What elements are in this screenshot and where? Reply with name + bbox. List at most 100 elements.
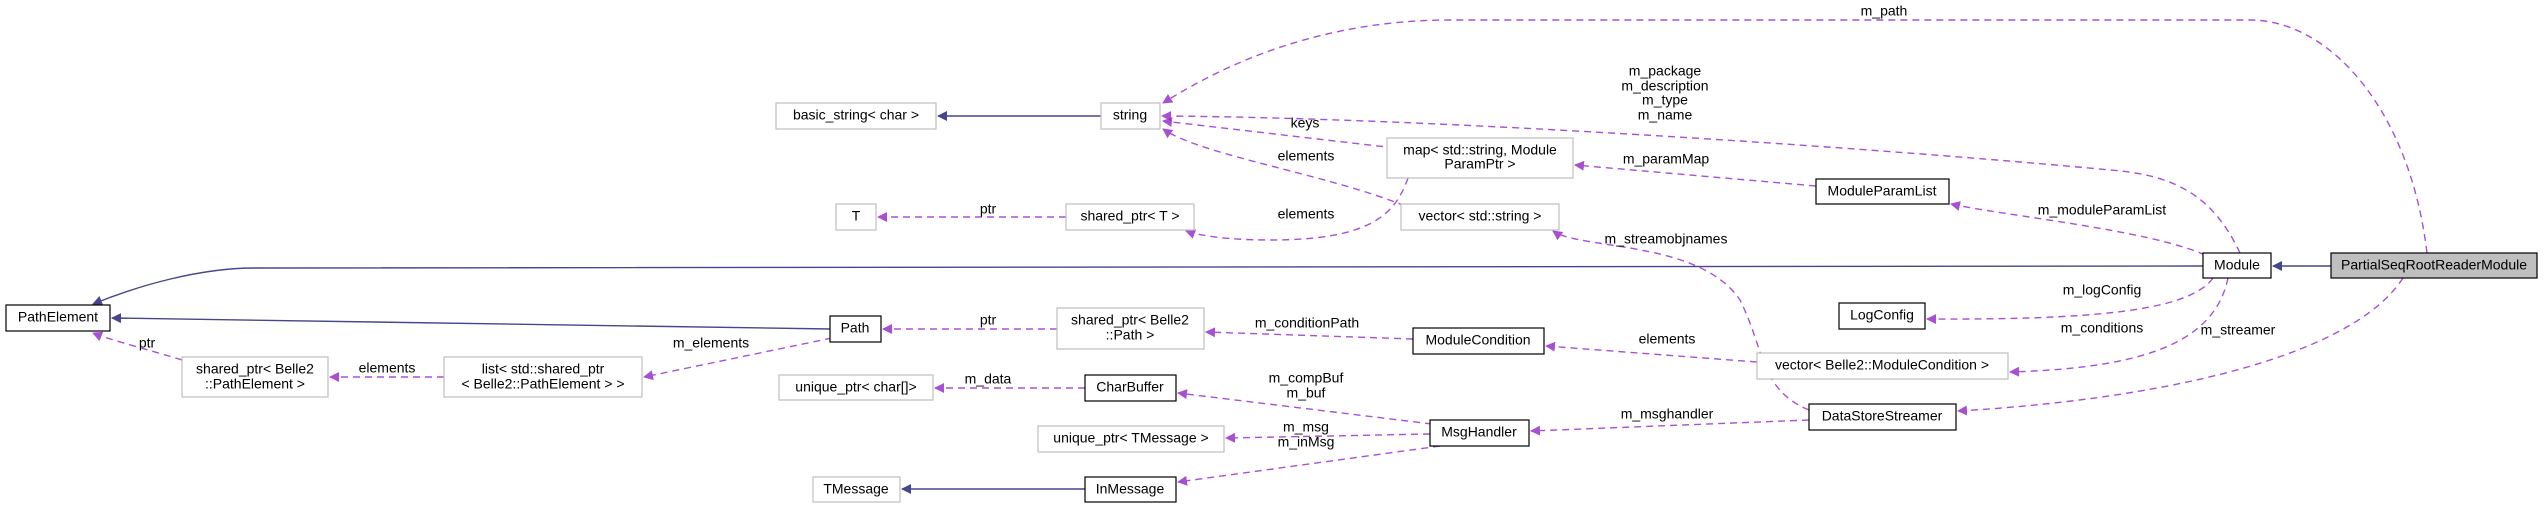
node-inmessage[interactable]: InMessage xyxy=(1084,476,1177,503)
edge-vector-string-string xyxy=(1162,128,1406,207)
edge-msghandler-inmessage xyxy=(1177,445,1441,486)
node-shared-ptr-pathelement: shared_ptr< Belle2::PathElement > xyxy=(181,356,329,398)
node-vector-modulecondition: vector< Belle2::ModuleCondition > xyxy=(1756,352,2009,380)
node-logconfig[interactable]: LogConfig xyxy=(1838,302,1926,330)
node-shared-ptr-t: shared_ptr< T > xyxy=(1065,203,1195,231)
node-label: shared_ptr< Belle2 xyxy=(1071,312,1189,328)
node-label: Path xyxy=(841,320,870,336)
edge-label-elements: elements xyxy=(1639,331,1696,347)
node-unique-ptr-tmessage: unique_ptr< TMessage > xyxy=(1037,425,1225,453)
edge-label: m_type xyxy=(1642,92,1688,108)
node-label: TMessage xyxy=(823,481,889,497)
edge-module-pathelement xyxy=(92,265,2204,306)
node-label: PartialSeqRootReaderModule xyxy=(2341,257,2527,273)
edge-label-elements: elements xyxy=(1278,148,1335,164)
edge-label-m-conditions: m_conditions xyxy=(2061,320,2144,336)
edge-label-elements: elements xyxy=(1278,206,1335,222)
edge-label-ptr: ptr xyxy=(980,312,997,328)
node-label: LogConfig xyxy=(1850,307,1914,323)
node-charbuffer[interactable]: CharBuffer xyxy=(1084,374,1177,402)
edge-label-ptr: ptr xyxy=(139,335,156,351)
node-msghandler[interactable]: MsgHandler xyxy=(1429,419,1530,447)
edge-msghandler-unique-tmessage xyxy=(1225,432,1431,443)
node-pathelement[interactable]: PathElement xyxy=(5,304,111,332)
node-label: MsgHandler xyxy=(1441,424,1517,440)
node-module[interactable]: Module xyxy=(2202,252,2272,279)
edge-datastorestreamer-msghandler xyxy=(1530,419,1810,436)
edge-label-m-logconfig: m_logConfig xyxy=(2063,282,2142,298)
node-path[interactable]: Path xyxy=(829,315,882,343)
edge-partial-string xyxy=(1162,19,2428,254)
node-label: PathElement xyxy=(18,309,98,325)
edge-label-m-parammap: m_paramMap xyxy=(1623,151,1710,167)
edge-path-pathelement xyxy=(111,313,831,330)
node-list-pathelement: list< std::shared_ptr< Belle2::PathEleme… xyxy=(443,356,643,398)
node-vector-string: vector< std::string > xyxy=(1400,203,1560,231)
node-label: shared_ptr< T > xyxy=(1080,208,1179,224)
node-label: InMessage xyxy=(1096,481,1165,497)
node-label: CharBuffer xyxy=(1096,379,1164,395)
edge-label-keys: keys xyxy=(1291,115,1320,131)
node-shared-ptr-path: shared_ptr< Belle2::Path > xyxy=(1056,307,1205,350)
node-label: ParamPtr > xyxy=(1444,156,1515,172)
node-label: basic_string< char > xyxy=(793,107,919,123)
edge-label-m-compbuf: m_compBuf xyxy=(1269,370,1344,386)
edge-shared-ptr-pe-pathelement xyxy=(92,331,183,361)
node-t: T xyxy=(835,203,877,231)
node-label: T xyxy=(852,208,861,224)
node-partialseqrootreadermodule[interactable]: PartialSeqRootReaderModule xyxy=(2330,252,2538,279)
edge-label-m-moduleparamlist: m_moduleParamList xyxy=(2038,202,2166,218)
edge-label: m_name xyxy=(1638,107,1693,123)
node-tmessage: TMessage xyxy=(812,476,901,503)
edge-datastorestreamer-vector-string xyxy=(1552,230,1810,411)
edge-labels: m_path m_package m_description m_type m_… xyxy=(139,3,2276,450)
node-label: < Belle2::PathElement > > xyxy=(461,376,624,392)
edge-label-m-msghandler: m_msghandler xyxy=(1621,406,1714,422)
edge-partial-datastorestreamer xyxy=(1957,277,2404,416)
node-label: Module xyxy=(2214,257,2260,273)
node-label: unique_ptr< char[]> xyxy=(795,379,916,395)
node-string: string xyxy=(1100,102,1161,130)
node-basic-string: basic_string< char > xyxy=(775,102,937,130)
node-modulecondition[interactable]: ModuleCondition xyxy=(1412,327,1545,355)
node-label: ModuleCondition xyxy=(1425,332,1530,348)
node-label: ::Path > xyxy=(1106,327,1155,343)
node-label: list< std::shared_ptr xyxy=(482,361,605,377)
edge-label-m-path: m_path xyxy=(1861,3,1908,19)
edge-module-string xyxy=(1161,111,2241,254)
edges xyxy=(92,19,2428,494)
node-datastorestreamer[interactable]: DataStoreStreamer xyxy=(1808,403,1957,431)
edge-map-shared-ptr-t xyxy=(1185,177,1409,241)
node-label: DataStoreStreamer xyxy=(1822,408,1943,424)
edge-module-moduleparamlist xyxy=(1950,201,2206,256)
edge-msghandler-charbuffer xyxy=(1177,389,1433,425)
edge-label-ptr: ptr xyxy=(980,201,997,217)
node-label: unique_ptr< TMessage > xyxy=(1053,430,1208,446)
edge-label-m-msg: m_msg xyxy=(1283,419,1329,435)
edge-label-m-conditionpath: m_conditionPath xyxy=(1255,315,1359,331)
edge-label: m_description xyxy=(1621,78,1708,94)
node-label: vector< std::string > xyxy=(1419,208,1542,224)
edge-label-m-streamer: m_streamer xyxy=(2201,322,2276,338)
edge-label-elements: elements xyxy=(359,360,416,376)
node-label: shared_ptr< Belle2 xyxy=(196,361,314,377)
edge-label: m_package xyxy=(1629,63,1702,79)
edge-label-m-inmsg: m_inMsg xyxy=(1278,434,1335,450)
edge-path-list xyxy=(643,337,833,381)
node-label: ::PathElement > xyxy=(205,376,305,392)
edge-label-m-elements: m_elements xyxy=(673,335,749,351)
edge-vector-mc-modulecondition xyxy=(1545,341,1758,363)
edge-label-m-buf: m_buf xyxy=(1287,385,1326,401)
edge-label-m-data: m_data xyxy=(965,371,1012,387)
edge-module-logconfig xyxy=(1926,277,2214,325)
node-label: map< std::string, Module xyxy=(1403,142,1557,158)
node-label: string xyxy=(1113,107,1147,123)
edge-map-string xyxy=(1162,117,1396,149)
node-moduleparamlist[interactable]: ModuleParamList xyxy=(1815,178,1950,205)
node-label: ModuleParamList xyxy=(1828,183,1937,199)
node-label: vector< Belle2::ModuleCondition > xyxy=(1775,357,1989,373)
edge-modulecondition-shared-ptr-path xyxy=(1205,327,1414,340)
edge-moduleparamlist-map xyxy=(1574,160,1817,187)
